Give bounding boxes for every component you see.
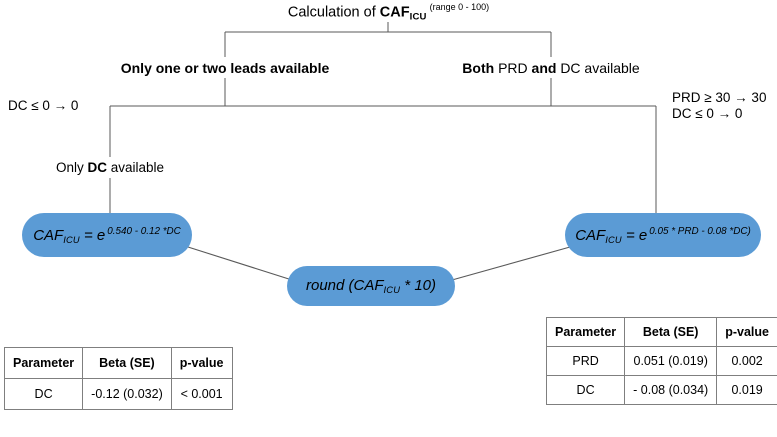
node-left-caf: CAF bbox=[33, 226, 64, 244]
stats-table-right: Parameter Beta (SE) p-value PRD 0.051 (0… bbox=[545, 317, 777, 405]
node-right-operator: = e bbox=[621, 226, 648, 244]
sub-branch-prefix: Only bbox=[55, 160, 88, 175]
node-right-caf: CAF bbox=[575, 226, 606, 244]
node-round-caf: CAF bbox=[353, 277, 384, 295]
title-subscript: ICU bbox=[409, 11, 427, 23]
node-left-subscript: ICU bbox=[63, 234, 80, 245]
branch-label-right-and: and bbox=[531, 60, 557, 76]
title-prefix: Calculation of bbox=[287, 4, 380, 21]
branch-label-left: Only one or two leads available bbox=[121, 60, 330, 76]
table-header-cell: Parameter bbox=[545, 317, 626, 347]
table-cell: -0.12 (0.032) bbox=[82, 378, 172, 410]
table-cell: DC bbox=[545, 375, 626, 405]
table-row: DC - 0.08 (0.034) 0.019 bbox=[545, 375, 777, 405]
table-header-cell: p-value bbox=[170, 347, 233, 379]
table-header-cell: Beta (SE) bbox=[82, 347, 172, 379]
table-header-row: Parameter Beta (SE) p-value bbox=[3, 347, 233, 379]
node-right-subscript: ICU bbox=[605, 234, 622, 245]
table-header-cell: Beta (SE) bbox=[624, 317, 718, 347]
branch-label-left-text: Only one or two leads available bbox=[120, 60, 330, 76]
wire-right-to-round bbox=[451, 246, 571, 281]
table-cell: PRD bbox=[545, 346, 626, 376]
table-header-cell: p-value bbox=[716, 317, 777, 347]
stats-table-left: Parameter Beta (SE) p-value DC -0.12 (0.… bbox=[3, 347, 233, 410]
table-cell: < 0.001 bbox=[170, 378, 233, 410]
node-round-prefix: round ( bbox=[305, 277, 354, 295]
node-left-operator: = e bbox=[79, 226, 106, 244]
node-round-subscript: ICU bbox=[383, 284, 401, 295]
title-acronym: CAF bbox=[379, 4, 410, 21]
table-row: PRD 0.051 (0.019) 0.002 bbox=[545, 346, 777, 376]
note-left-rule: DC ≤ 0 → 0 bbox=[8, 98, 78, 114]
wire-left-to-round bbox=[187, 246, 293, 281]
note-right-line2: DC ≤ 0 → 0 bbox=[672, 105, 743, 121]
note-right-rules: PRD ≥ 30 → 30 DC ≤ 0 → 0 bbox=[672, 90, 766, 121]
node-round-result[interactable]: round (CAFICU * 10) bbox=[287, 266, 455, 306]
node-left-exponent: 0.540 - 0.12 *DC bbox=[107, 225, 181, 237]
note-left-text: DC ≤ 0 → 0 bbox=[8, 98, 79, 113]
table-cell: 0.002 bbox=[716, 346, 777, 376]
branch-label-right: Both PRD and DC available bbox=[462, 60, 639, 76]
node-round-suffix: * 10) bbox=[400, 277, 436, 295]
table-header-row: Parameter Beta (SE) p-value bbox=[545, 317, 777, 347]
note-right-line1: PRD ≥ 30 → 30 bbox=[672, 90, 767, 105]
branch-label-right-dc: DC available bbox=[556, 60, 640, 76]
title-range-note: (range 0 - 100) bbox=[429, 2, 490, 12]
sub-branch-label-only-dc: Only DC available bbox=[56, 160, 164, 176]
branch-label-right-prd: PRD bbox=[494, 60, 532, 76]
page-title: Calculation of CAFICU(range 0 - 100) bbox=[0, 2, 777, 22]
table-cell: - 0.08 (0.034) bbox=[624, 375, 718, 405]
table-row: DC -0.12 (0.032) < 0.001 bbox=[3, 378, 233, 410]
branch-label-right-both: Both bbox=[462, 60, 495, 76]
node-round-formula: round (CAFICU * 10) bbox=[306, 277, 436, 295]
sub-branch-bold-dc: DC bbox=[87, 160, 107, 175]
sub-branch-suffix: available bbox=[106, 160, 165, 175]
table-cell: 0.051 (0.019) bbox=[624, 346, 718, 376]
table-cell: 0.019 bbox=[716, 375, 777, 405]
table-cell: DC bbox=[3, 378, 84, 410]
table-header-cell: Parameter bbox=[3, 347, 84, 379]
node-right-exponent: 0.05 * PRD - 0.08 *DC) bbox=[649, 225, 751, 237]
